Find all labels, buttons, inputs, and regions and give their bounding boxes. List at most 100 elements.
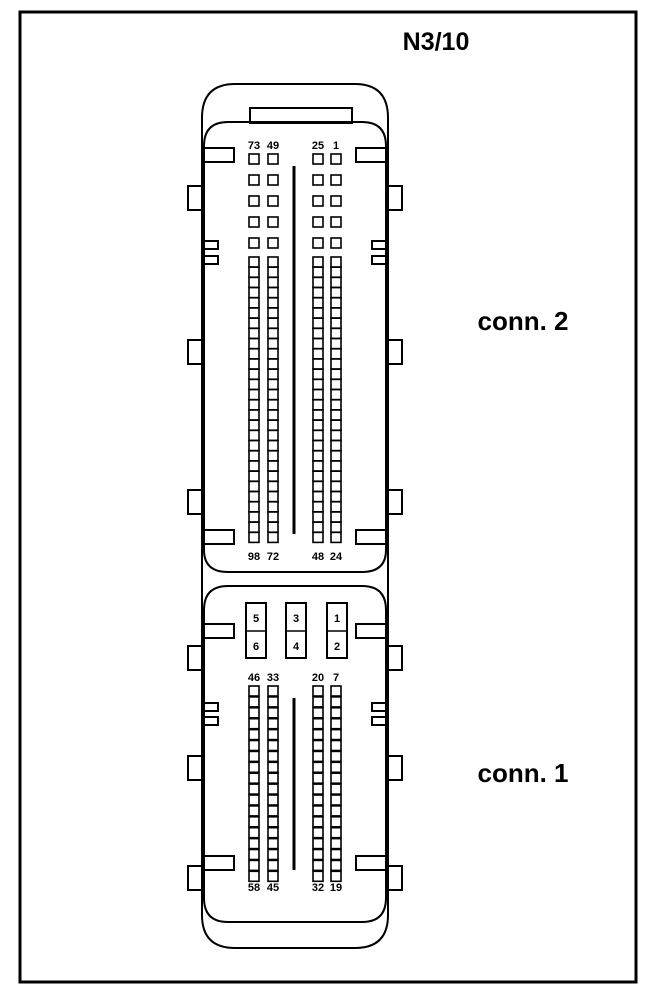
pin-socket <box>330 511 342 523</box>
pin-socket <box>312 449 324 462</box>
pin-socket <box>312 521 324 534</box>
pin-socket <box>248 337 260 350</box>
pin-socket <box>330 490 342 503</box>
conn1-label: conn. 1 <box>477 758 568 788</box>
pin-socket <box>267 174 279 186</box>
pin-socket <box>330 276 342 289</box>
pin-socket <box>312 859 324 872</box>
pin-socket <box>330 266 342 279</box>
pin-socket <box>267 347 279 360</box>
pin-label: 98 <box>248 551 260 563</box>
pin-socket <box>267 750 279 763</box>
pin-socket <box>312 153 324 165</box>
pin-socket <box>330 195 342 207</box>
pin-socket <box>248 398 260 411</box>
pin-socket <box>248 848 260 861</box>
pin-socket <box>267 317 279 330</box>
pin-socket <box>312 419 324 432</box>
pin-socket <box>312 837 324 850</box>
pin-socket <box>312 429 324 442</box>
pin-socket <box>330 859 342 872</box>
pin-socket <box>248 826 260 839</box>
pin-socket <box>248 460 260 472</box>
pin-socket <box>248 439 260 452</box>
pin-label: 24 <box>330 551 343 563</box>
pin-socket <box>267 511 279 523</box>
pin-label: 32 <box>312 882 324 894</box>
pin-socket <box>312 327 324 340</box>
pin-socket <box>267 706 279 719</box>
pin-socket <box>330 378 342 391</box>
pin-label: 25 <box>312 140 324 152</box>
pin-socket <box>330 153 342 165</box>
pin-socket <box>330 848 342 861</box>
pin-socket <box>312 398 324 411</box>
pin-label: 49 <box>267 140 279 152</box>
pin-socket <box>312 783 324 795</box>
power-pin-4: 4 <box>293 641 300 653</box>
pin-socket <box>267 794 279 806</box>
pin-socket <box>330 237 342 249</box>
pin-socket <box>248 286 260 299</box>
pin-socket <box>267 296 279 309</box>
pin-socket <box>330 419 342 432</box>
pin-socket <box>330 286 342 299</box>
pin-socket <box>248 815 260 828</box>
pin-socket <box>248 449 260 462</box>
pin-socket <box>330 347 342 360</box>
pin-socket <box>312 815 324 828</box>
pin-socket <box>312 739 324 752</box>
pin-socket <box>248 480 260 493</box>
pin-socket <box>312 195 324 207</box>
conn2-pin-grid <box>248 153 342 544</box>
conn1-pin-labels: 46 33 20 7 58 45 32 19 <box>248 672 342 894</box>
pin-socket <box>312 728 324 741</box>
pin-socket <box>330 317 342 330</box>
pin-socket <box>267 276 279 289</box>
pin-socket <box>330 307 342 319</box>
pin-socket <box>248 500 260 513</box>
pin-socket <box>248 429 260 442</box>
conn2-label: conn. 2 <box>477 306 568 336</box>
pin-socket <box>267 195 279 207</box>
pin-socket <box>330 460 342 472</box>
pin-socket <box>330 388 342 401</box>
pin-socket <box>330 772 342 785</box>
pin-socket <box>267 237 279 249</box>
pin-socket <box>330 706 342 719</box>
pin-socket <box>267 470 279 483</box>
diagram-frame <box>18 10 638 984</box>
pin-label: 33 <box>267 672 279 684</box>
pin-socket <box>267 286 279 299</box>
pin-socket <box>267 490 279 503</box>
pin-socket <box>312 174 324 186</box>
pin-socket <box>248 717 260 730</box>
pin-socket <box>330 521 342 534</box>
pin-socket <box>312 296 324 309</box>
pin-socket <box>267 307 279 319</box>
pin-socket <box>248 195 260 207</box>
pin-socket <box>248 378 260 391</box>
pin-socket <box>312 772 324 785</box>
pin-socket <box>248 511 260 523</box>
pin-socket <box>312 307 324 319</box>
pin-socket <box>312 805 324 817</box>
pin-socket <box>312 696 324 708</box>
pin-socket <box>267 419 279 432</box>
pin-socket <box>312 337 324 350</box>
pin-socket <box>312 717 324 730</box>
power-pin-5: 5 <box>253 613 259 625</box>
pin-socket <box>248 521 260 534</box>
pin-socket <box>248 685 260 697</box>
pin-socket <box>267 337 279 350</box>
pin-socket <box>312 848 324 861</box>
pin-socket <box>312 500 324 513</box>
pin-socket <box>312 409 324 421</box>
pin-socket <box>248 276 260 289</box>
pin-socket <box>330 750 342 763</box>
pin-socket <box>248 750 260 763</box>
pin-socket <box>267 805 279 817</box>
pin-socket <box>330 256 342 268</box>
pin-socket <box>330 794 342 806</box>
pin-socket <box>267 685 279 697</box>
